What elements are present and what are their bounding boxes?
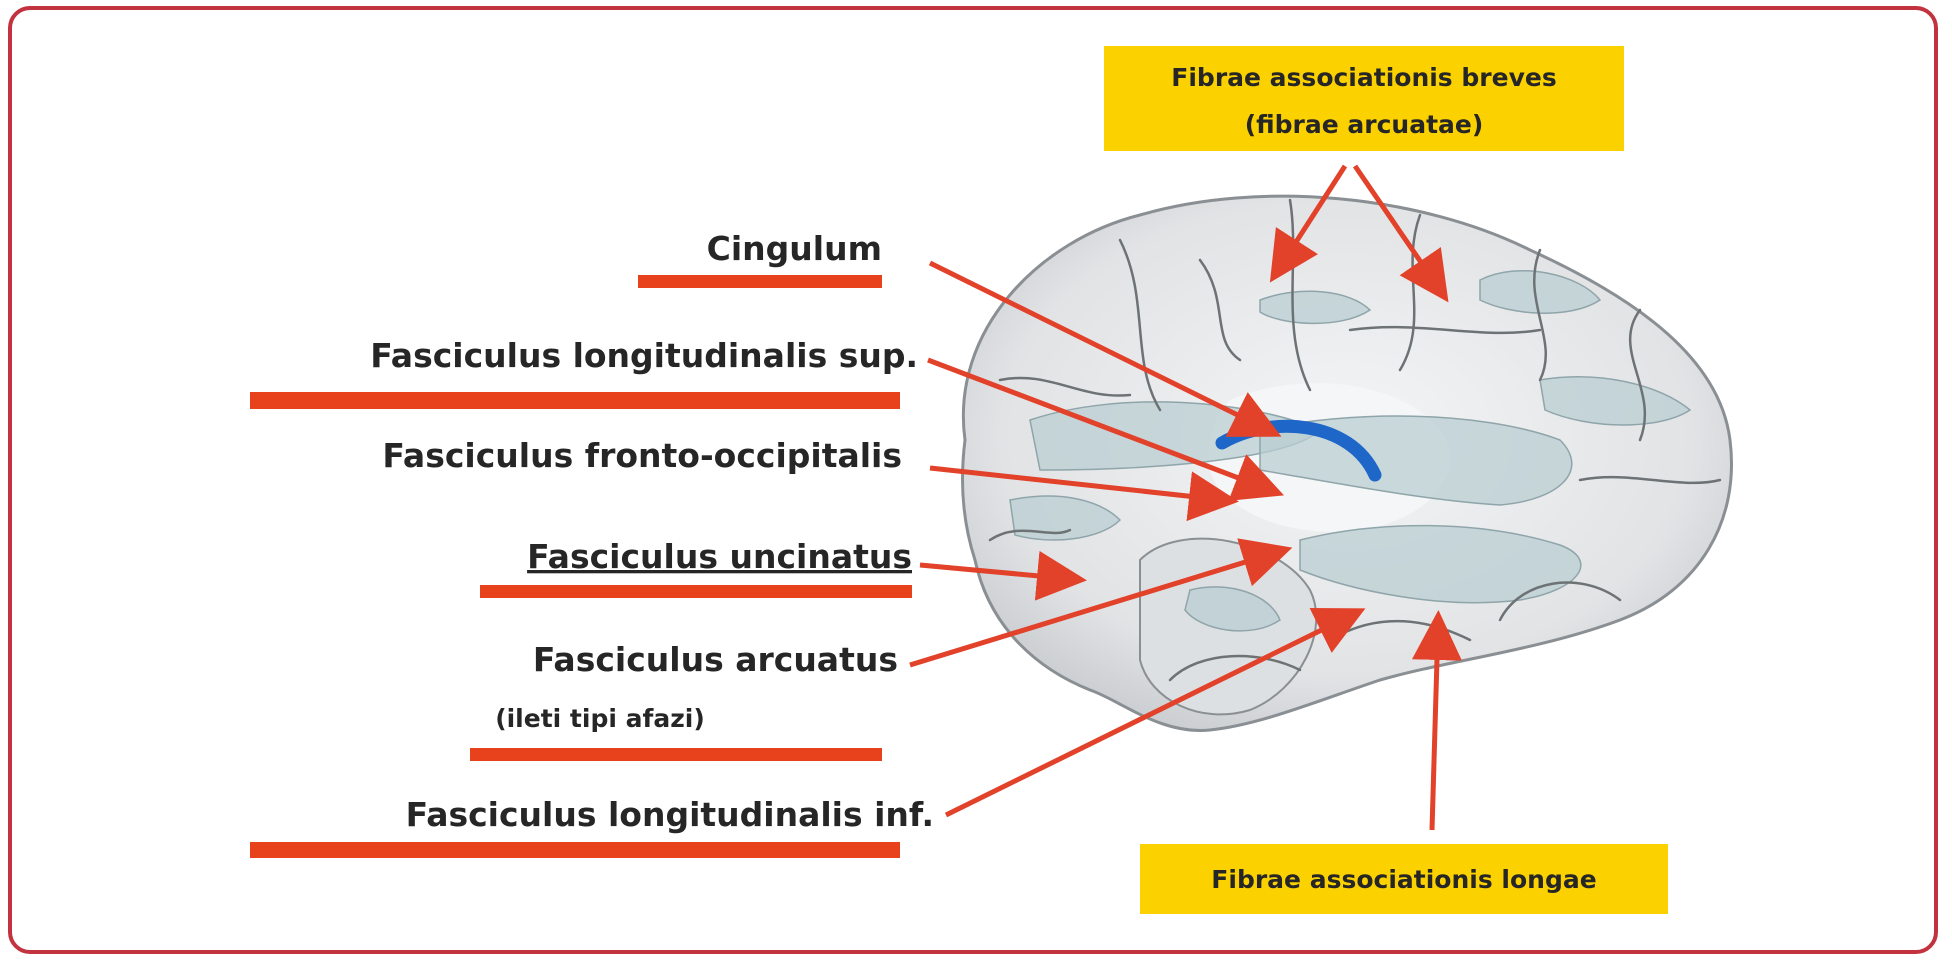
label-cingulum: Cingulum: [638, 229, 882, 288]
fibrae-breves-line2: (fibrae arcuatae): [1245, 110, 1484, 139]
fasciculus-fronto-occipitalis-label: Fasciculus fronto-occipitalis: [382, 436, 902, 475]
cingulum-label: Cingulum: [707, 229, 882, 268]
fasciculus-arcuatus-note: (ileti tipi afazi): [495, 704, 705, 733]
fasciculus-longitudinalis-inf-underline: [250, 842, 900, 858]
fasciculus-uncinatus-label: Fasciculus uncinatus: [527, 537, 912, 576]
box-fibrae-longae: Fibrae associationis longae: [1140, 844, 1668, 914]
fasciculus-arcuatus-label: Fasciculus arcuatus: [533, 640, 898, 679]
fasciculus-arcuatus-underline: [470, 748, 882, 761]
fasciculus-longitudinalis-sup-label: Fasciculus longitudinalis sup.: [370, 336, 918, 375]
fibrae-breves-line1: Fibrae associationis breves: [1171, 63, 1556, 92]
label-fasciculus-arcuatus: Fasciculus arcuatus (ileti tipi afazi): [470, 640, 898, 761]
box-fibrae-breves: Fibrae associationis breves (fibrae arcu…: [1104, 46, 1624, 151]
fasciculus-uncinatus-underline: [480, 585, 912, 598]
fasciculus-longitudinalis-sup-underline: [250, 392, 900, 409]
label-fasciculus-longitudinalis-inf: Fasciculus longitudinalis inf.: [250, 795, 934, 858]
label-fasciculus-longitudinalis-sup: Fasciculus longitudinalis sup.: [250, 336, 918, 409]
cingulum-underline: [638, 275, 882, 288]
fasciculus-longitudinalis-inf-label: Fasciculus longitudinalis inf.: [406, 795, 934, 834]
label-fasciculus-fronto-occipitalis: Fasciculus fronto-occipitalis: [382, 436, 902, 475]
fibrae-longae-text: Fibrae associationis longae: [1211, 865, 1596, 894]
label-fasciculus-uncinatus: Fasciculus uncinatus: [480, 537, 912, 598]
brain-illustration: [962, 196, 1731, 730]
